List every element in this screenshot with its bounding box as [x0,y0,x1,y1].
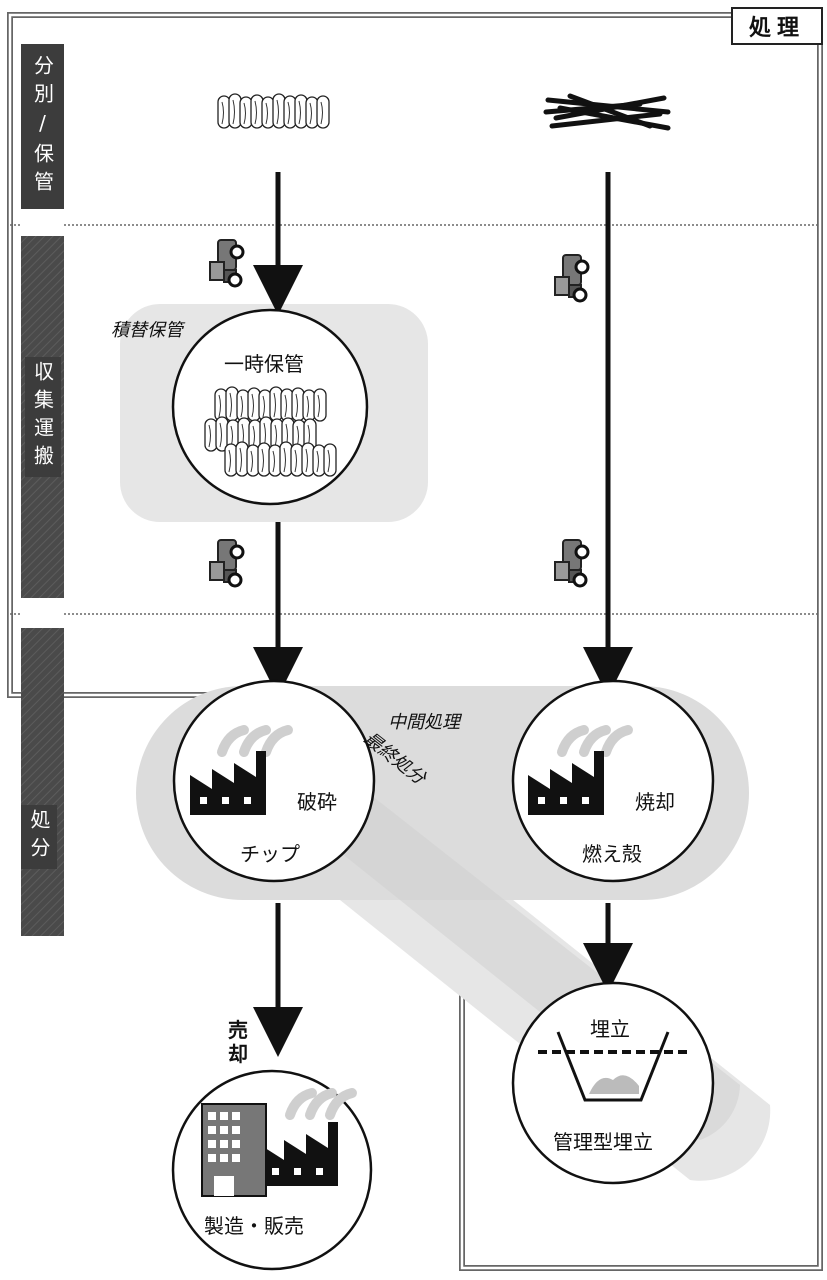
incineration-label: 焼却 [635,790,675,814]
truck-icon [208,538,245,588]
stage-label-disposal: 処分 [21,628,64,936]
stage-label-transport: 収集運搬 [21,236,64,598]
incineration-node [511,679,715,883]
crushing-label: 破砕 [297,790,337,814]
log-stack-icon [214,386,327,422]
truck-icon [208,238,245,288]
zone-label-transfer-storage: 積替保管 [111,320,183,341]
ash-label: 燃え殻 [582,842,642,866]
chips-label: チップ [240,842,300,866]
building-icon [201,1103,267,1197]
landfill-label: 埋立 [590,1017,630,1041]
sale-label: 売却 [228,1018,248,1066]
temporary-storage-label: 一時保管 [224,352,304,376]
manufacturing-sales-label: 製造・販売 [204,1214,304,1238]
section-title: 処理 [731,7,823,45]
log-bundle-icon [217,93,330,129]
stage-label-sorting: 分別/保管 [30,54,55,199]
managed-landfill-label: 管理型埋立 [553,1130,653,1154]
zone-label-intermediate: 中間処理 [388,712,460,733]
log-stack-icon [224,441,337,477]
branch-pile-icon [543,93,671,131]
landfill-pit-icon [538,1031,690,1102]
stage-band-disposal [21,628,64,936]
truck-icon [553,538,590,588]
stage-band-sorting [21,44,64,209]
truck-icon [553,253,590,303]
crushing-node [172,679,376,883]
